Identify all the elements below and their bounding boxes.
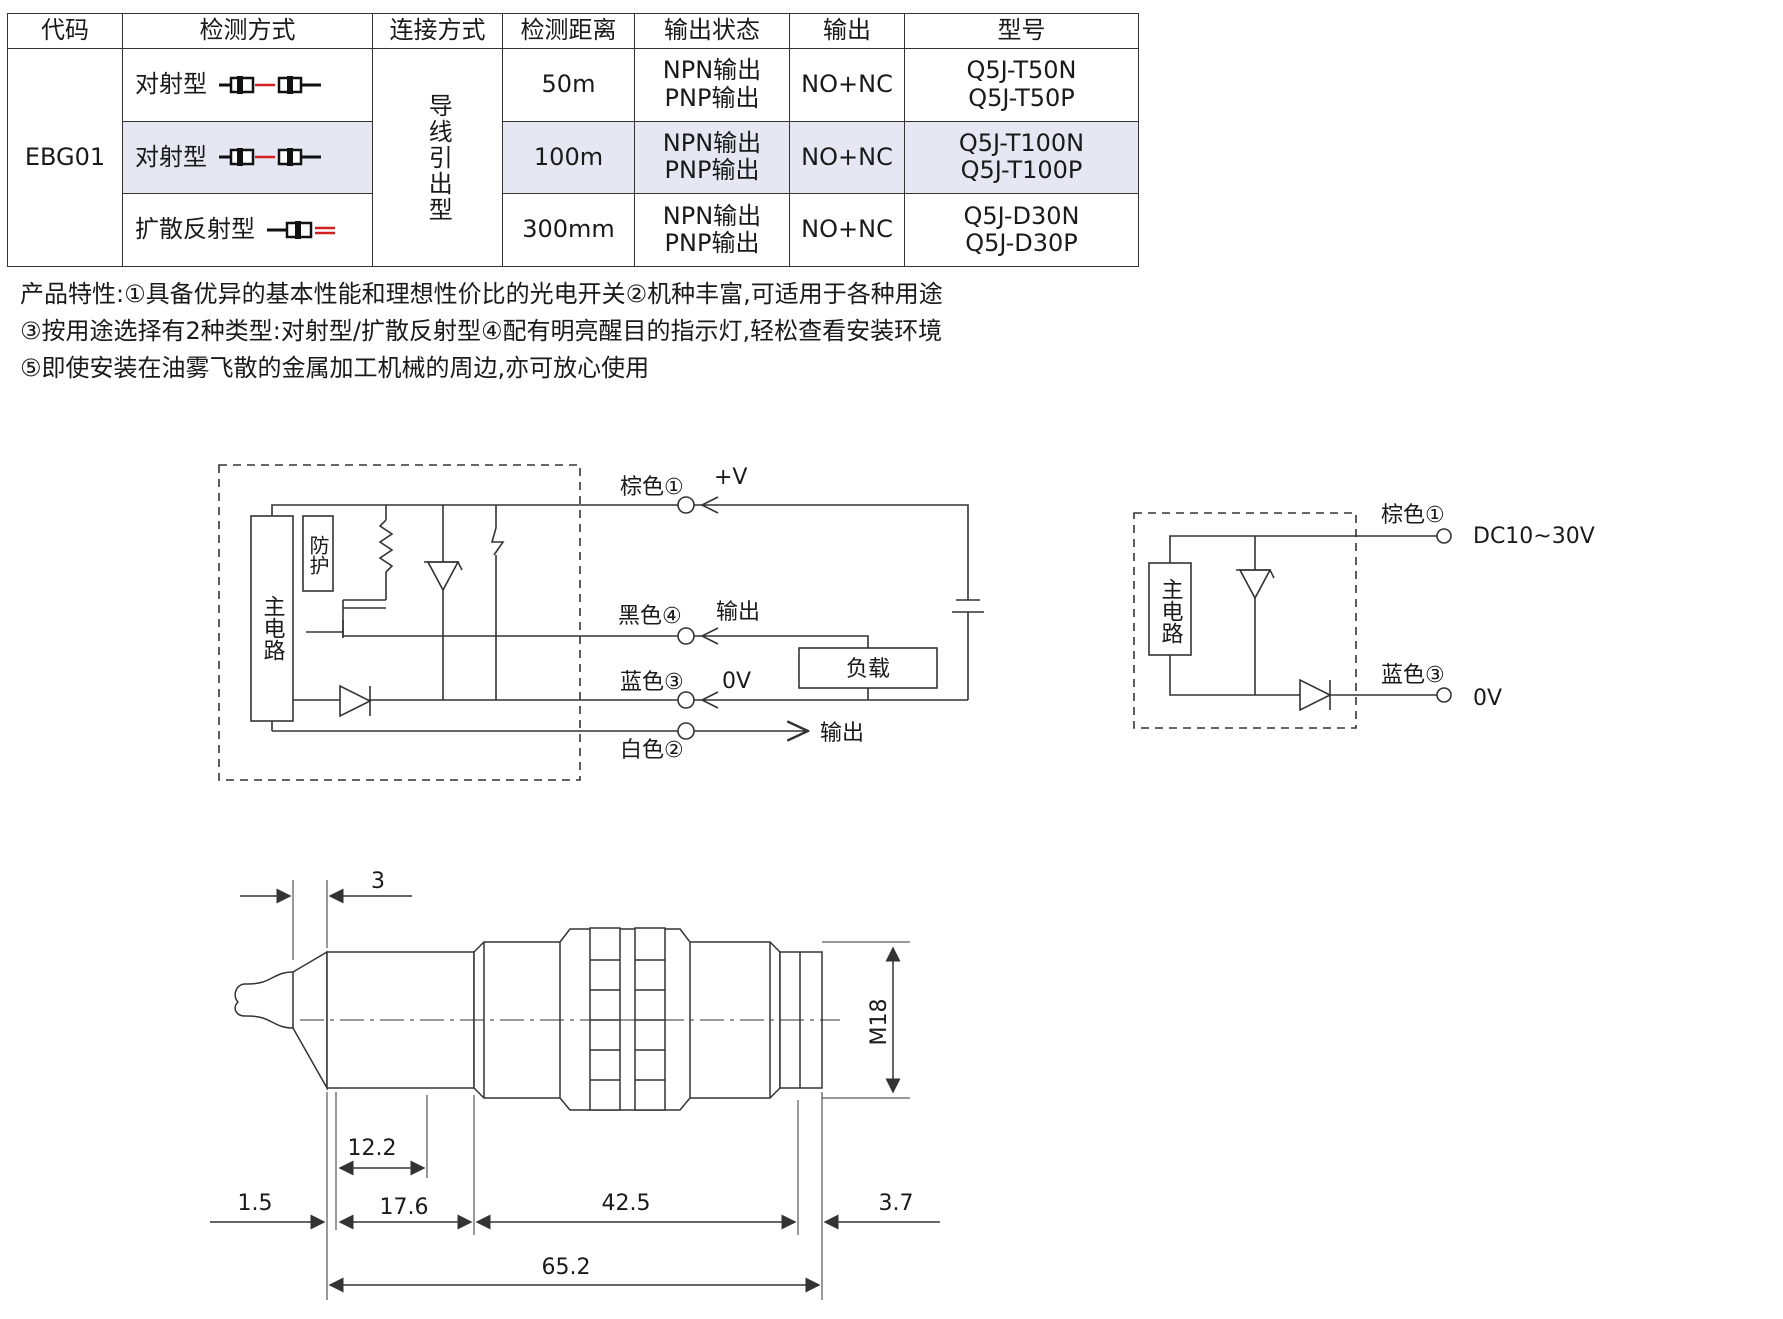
- dim-top: 3: [371, 869, 385, 894]
- method-cell: 对射型: [122, 120, 373, 195]
- feature-list: 产品特性:①具备优异的基本性能和理想性价比的光电开关②机种丰富,可适用于各种用途…: [20, 276, 1120, 387]
- blue-wire-label-2: 蓝色③: [1381, 663, 1445, 688]
- distance-cell: 300mm: [502, 193, 635, 267]
- dim-17-6: 17.6: [380, 1195, 429, 1220]
- feature-line: ⑤即使安装在油雾飞散的金属加工机械的周边,亦可放心使用: [20, 354, 650, 382]
- main-circuit-label-2: 主电路: [1158, 578, 1184, 644]
- method-cell: 对射型: [122, 48, 373, 122]
- blue-wire-label: 蓝色③: [620, 670, 684, 695]
- output-cell: NO+NC: [789, 193, 905, 267]
- main-circuit-label: 主电路: [260, 595, 286, 661]
- dim-thread: M18: [867, 999, 892, 1046]
- header-method: 检测方式: [122, 13, 373, 49]
- dim-3-7: 3.7: [879, 1191, 914, 1216]
- header-code: 代码: [7, 13, 123, 49]
- protection-label: 防护: [306, 535, 330, 575]
- feature-line: ③按用途选择有2种类型:对射型/扩散反射型④配有明亮醒目的指示灯,轻松查看安装环…: [20, 317, 943, 345]
- white-wire-value: 输出: [820, 721, 864, 746]
- black-wire-label: 黑色④: [618, 604, 682, 629]
- table-header-row: 代码 检测方式 连接方式 检测距离 输出状态 输出 型号: [7, 13, 1139, 49]
- header-output: 输出: [789, 13, 905, 49]
- header-state: 输出状态: [634, 13, 790, 49]
- power-circuit-diagram: [1133, 512, 1452, 729]
- brown-wire-label-2: 棕色①: [1381, 503, 1445, 528]
- connection-cell: 导线引出型: [372, 48, 503, 267]
- method-cell: 扩散反射型: [122, 193, 373, 267]
- dim-total: 65.2: [542, 1255, 591, 1280]
- dim-12-2: 12.2: [348, 1136, 397, 1161]
- black-wire-value: 输出: [716, 600, 760, 625]
- output-circuit-diagram: [218, 464, 984, 781]
- blue-wire-value-2: 0V: [1473, 686, 1502, 711]
- white-wire-label: 白色②: [620, 738, 684, 763]
- distance-cell: 50m: [502, 48, 635, 122]
- sensor-boundary: [218, 464, 581, 781]
- feature-line: 产品特性:①具备优异的基本性能和理想性价比的光电开关②机种丰富,可适用于各种用途: [20, 280, 943, 308]
- brown-wire-value-2: DC10~30V: [1473, 524, 1595, 549]
- header-model: 型号: [904, 13, 1139, 49]
- header-distance: 检测距离: [502, 13, 635, 49]
- brown-wire-label: 棕色①: [620, 475, 684, 500]
- dimension-drawing: [210, 880, 940, 1300]
- through-beam-sensor-icon: [219, 75, 321, 94]
- protection-box: [302, 515, 334, 592]
- code-cell: EBG01: [7, 48, 123, 267]
- brown-wire-value: +V: [714, 465, 747, 490]
- distance-cell: 100m: [502, 120, 635, 195]
- dim-1-5: 1.5: [238, 1191, 273, 1216]
- dim-42-5: 42.5: [602, 1191, 651, 1216]
- spec-table: 代码 检测方式 连接方式 检测距离 输出状态 输出 型号 EBG01 对射型: [7, 13, 1139, 267]
- output-cell: NO+NC: [789, 120, 905, 195]
- blue-wire-value: 0V: [722, 669, 751, 694]
- load-label: 负载: [846, 657, 890, 682]
- diffuse-sensor-icon: [267, 221, 335, 240]
- through-beam-sensor-icon: [219, 148, 321, 167]
